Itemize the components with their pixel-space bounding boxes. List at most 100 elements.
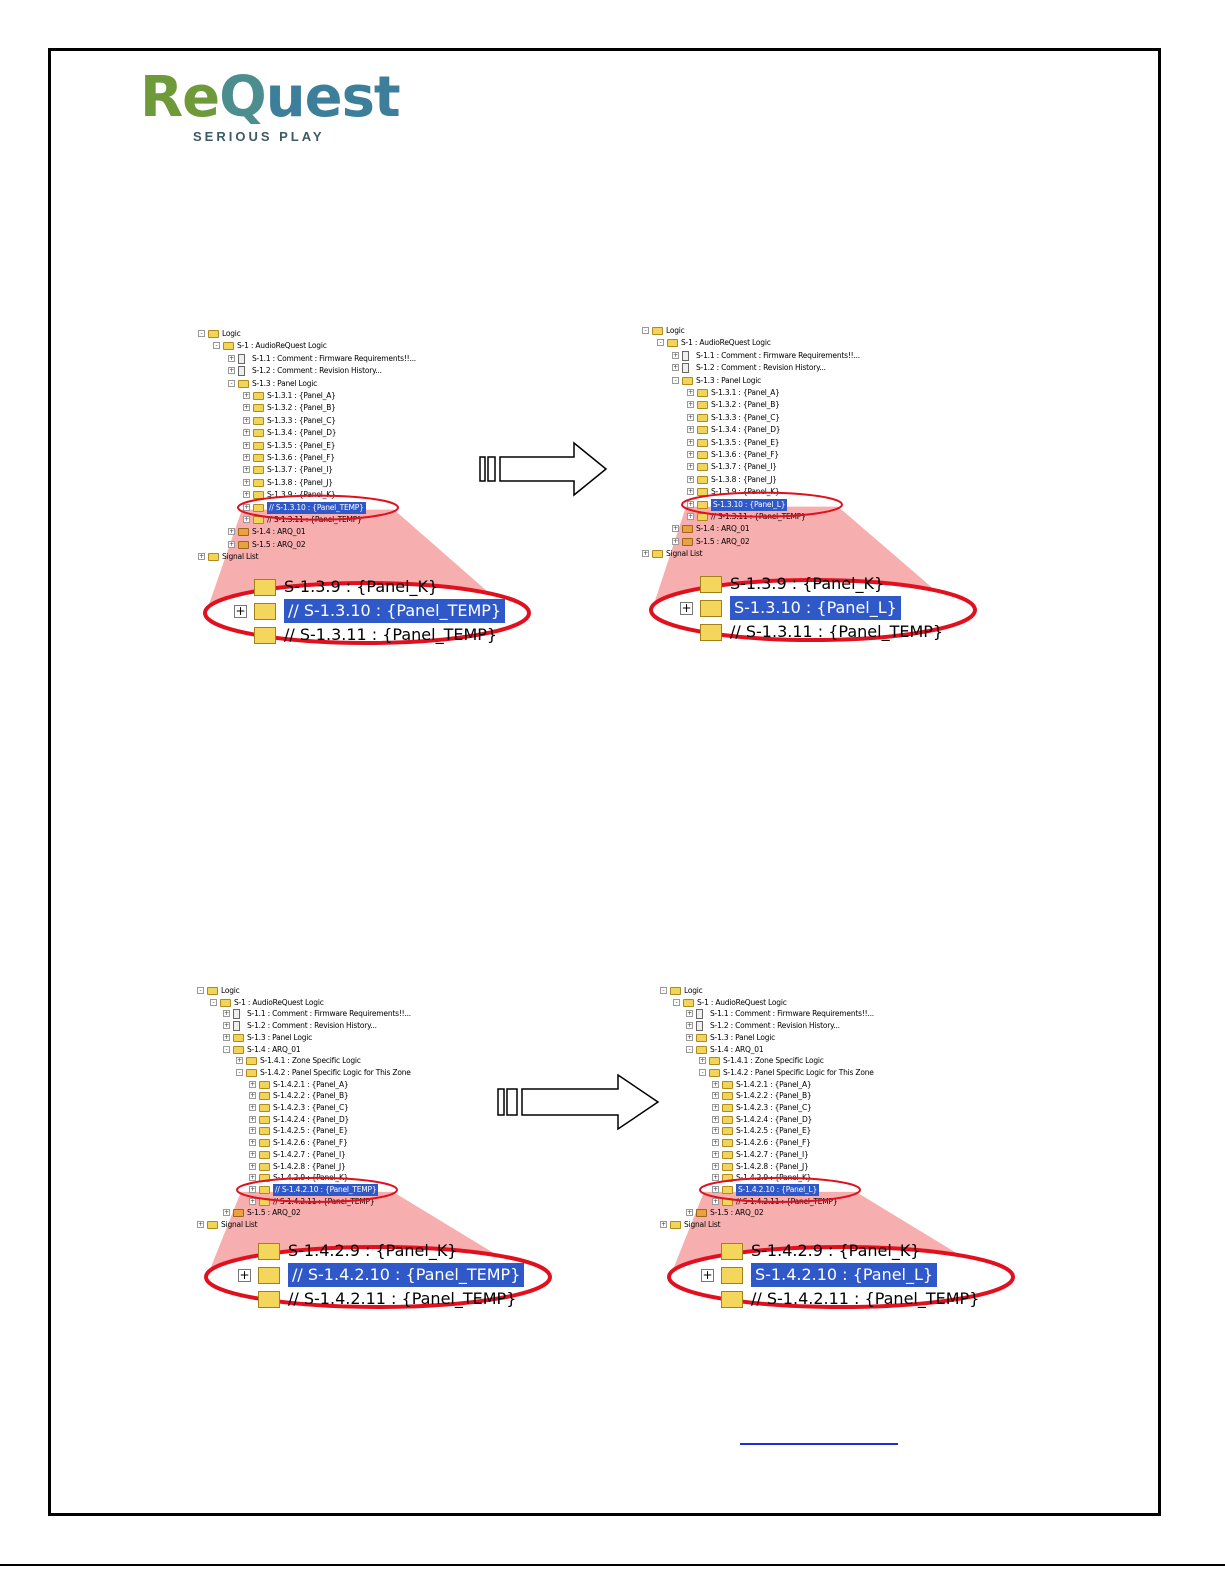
expand-icon[interactable]: +	[712, 1127, 719, 1135]
collapse-icon[interactable]: -	[699, 1068, 706, 1076]
expand-icon[interactable]: +	[687, 438, 694, 446]
expand-icon[interactable]: +	[223, 1033, 230, 1041]
expand-icon[interactable]: +	[712, 1185, 719, 1193]
expand-icon[interactable]: +	[687, 475, 694, 483]
tree-item-label: // S-1.4.2.11 : {Panel_TEMP}	[736, 1196, 838, 1206]
expand-icon[interactable]: +	[197, 1221, 204, 1228]
collapse-icon[interactable]: -	[213, 342, 220, 350]
expand-icon[interactable]: +	[243, 404, 250, 412]
expand-icon[interactable]: +	[249, 1104, 256, 1111]
expand-icon[interactable]: +	[712, 1080, 719, 1088]
expand-icon[interactable]: +	[249, 1174, 256, 1182]
expand-icon[interactable]: +	[223, 1010, 230, 1018]
collapse-icon[interactable]: -	[686, 1045, 693, 1053]
expand-icon[interactable]: +	[686, 1010, 693, 1018]
expand-icon[interactable]: +	[712, 1139, 719, 1147]
expand-icon[interactable]: +	[687, 389, 694, 396]
expand-icon[interactable]: +	[687, 413, 694, 421]
expand-icon[interactable]: +	[686, 1209, 693, 1217]
expand-icon[interactable]: +	[660, 1221, 667, 1228]
expand-icon[interactable]: +	[243, 491, 250, 499]
tree-item-label: S-1.1 : Comment : Firmware Requirements!…	[252, 353, 416, 363]
expand-icon[interactable]: +	[249, 1197, 256, 1205]
collapse-icon[interactable]: -	[223, 1045, 230, 1053]
expand-icon[interactable]: +	[687, 451, 694, 458]
expand-icon[interactable]: +	[223, 1209, 230, 1217]
expand-icon[interactable]: +	[687, 500, 694, 508]
expand-icon[interactable]: +	[249, 1127, 256, 1135]
expand-icon[interactable]: +	[243, 454, 250, 461]
expand-icon[interactable]: +	[687, 401, 694, 409]
collapse-icon[interactable]: -	[236, 1068, 243, 1076]
expand-icon[interactable]: +	[243, 478, 250, 486]
collapse-icon[interactable]: -	[657, 339, 664, 347]
collapse-icon[interactable]: -	[210, 998, 217, 1006]
tree-item-label: Logic	[666, 326, 685, 335]
expand-icon[interactable]: +	[672, 525, 679, 533]
collapse-icon[interactable]: -	[660, 987, 667, 994]
expand-icon[interactable]: +	[249, 1185, 256, 1193]
tree-item-label: S-1.4.2.8 : {Panel_J}	[273, 1161, 346, 1171]
expand-icon[interactable]: +	[672, 364, 679, 372]
expand-icon[interactable]: +	[699, 1057, 706, 1065]
expand-icon[interactable]: +	[672, 351, 679, 359]
expand-icon[interactable]: +	[228, 367, 235, 375]
expand-icon[interactable]: +	[249, 1092, 256, 1100]
expand-icon[interactable]: +	[712, 1104, 719, 1111]
expand-icon[interactable]: +	[223, 1022, 230, 1030]
expand-icon[interactable]: +	[249, 1115, 256, 1123]
tree-item-label: S-1.2 : Comment : Revision History...	[696, 363, 826, 373]
expand-icon[interactable]: +	[243, 441, 250, 449]
collapse-icon[interactable]: -	[197, 987, 204, 994]
collapse-icon[interactable]: -	[672, 376, 679, 384]
tree-item-label: S-1.1 : Comment : Firmware Requirements!…	[696, 350, 860, 360]
expand-icon[interactable]: +	[701, 1268, 714, 1282]
expand-icon[interactable]: +	[686, 1033, 693, 1041]
expand-icon[interactable]: +	[243, 466, 250, 474]
collapse-icon[interactable]: -	[198, 330, 205, 337]
collapse-icon[interactable]: -	[228, 379, 235, 387]
expand-icon[interactable]: +	[234, 604, 247, 618]
expand-icon[interactable]: +	[228, 528, 235, 536]
expand-icon[interactable]: +	[687, 426, 694, 434]
expand-icon[interactable]: +	[712, 1092, 719, 1100]
folder-icon	[223, 342, 234, 351]
expand-icon[interactable]: +	[249, 1150, 256, 1158]
tree-view: -Logic-S-1 : AudioReQuest Logic+S-1.1 : …	[197, 985, 447, 1235]
zoom-item-label: S-1.4.2.10 : {Panel_L}	[751, 1263, 938, 1287]
expand-icon[interactable]: +	[228, 540, 235, 548]
expand-icon[interactable]: +	[687, 463, 694, 471]
expand-icon[interactable]: +	[686, 1022, 693, 1030]
expand-icon[interactable]: +	[236, 1057, 243, 1065]
expand-icon[interactable]: +	[198, 553, 205, 561]
expand-icon[interactable]: +	[712, 1174, 719, 1182]
expand-icon[interactable]: +	[712, 1197, 719, 1205]
collapse-icon[interactable]: -	[642, 327, 649, 334]
expand-icon[interactable]: +	[243, 516, 250, 523]
expand-icon[interactable]: +	[243, 392, 250, 399]
expand-icon[interactable]: +	[249, 1139, 256, 1147]
expand-icon[interactable]: +	[712, 1150, 719, 1158]
footer-link[interactable]	[740, 1443, 898, 1445]
expand-icon[interactable]: +	[680, 601, 693, 615]
expand-icon[interactable]: +	[243, 503, 250, 511]
expand-icon[interactable]: +	[243, 429, 250, 437]
folder-icon	[721, 1243, 743, 1260]
expand-icon[interactable]: +	[642, 550, 649, 558]
expand-icon[interactable]: +	[712, 1115, 719, 1123]
expand-icon[interactable]: +	[249, 1162, 256, 1170]
expand-icon[interactable]: +	[687, 488, 694, 496]
expand-icon[interactable]: +	[672, 537, 679, 545]
expand-icon[interactable]: +	[687, 513, 694, 520]
expand-icon[interactable]: +	[712, 1162, 719, 1170]
expand-icon[interactable]: +	[238, 1268, 251, 1282]
tree-item-label: S-1.4 : ARQ_01	[247, 1044, 301, 1054]
folder-icon	[722, 1139, 733, 1148]
folder-icon	[233, 1209, 244, 1218]
expand-icon[interactable]: +	[243, 416, 250, 424]
folder-icon	[682, 376, 693, 385]
zoom-item-label: // S-1.4.2.11 : {Panel_TEMP}	[288, 1289, 517, 1308]
expand-icon[interactable]: +	[228, 354, 235, 362]
expand-icon[interactable]: +	[249, 1080, 256, 1088]
collapse-icon[interactable]: -	[673, 998, 680, 1006]
